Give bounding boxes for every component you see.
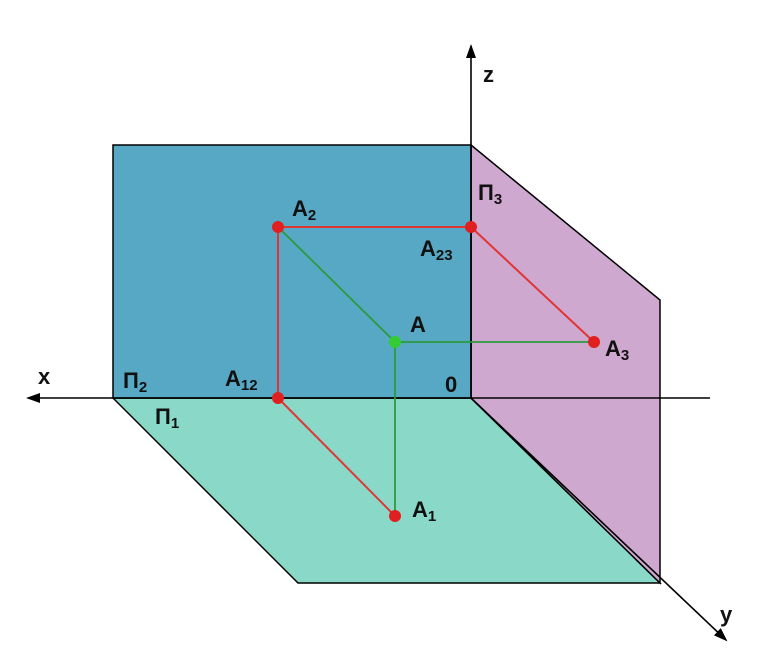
point-a <box>389 336 401 348</box>
point-a1 <box>389 510 401 522</box>
label-a2: A2 <box>292 196 316 224</box>
profile-projection-line <box>470 226 595 343</box>
plane-p1-label: П1 <box>155 404 179 432</box>
point-a23 <box>465 221 477 233</box>
origin-label: 0 <box>445 372 457 397</box>
point-a12 <box>272 392 284 404</box>
horizontal-projection-line <box>277 397 396 517</box>
label-a23: A23 <box>420 236 453 264</box>
label-a12: A12 <box>225 366 258 394</box>
label-a: A <box>410 312 426 337</box>
point-a3 <box>588 336 600 348</box>
connector-a-a2 <box>277 226 396 343</box>
label-a1: A1 <box>412 497 436 525</box>
y-axis-label: y <box>720 602 733 627</box>
label-a3: A3 <box>605 336 629 364</box>
point-a2 <box>272 221 284 233</box>
x-axis-label: x <box>38 364 51 389</box>
z-axis-label: z <box>483 62 494 87</box>
plane-p3-label: П3 <box>478 180 502 208</box>
frontal-plane-p2 <box>112 144 472 399</box>
plane-p2-label: П2 <box>123 368 147 396</box>
y-axis <box>470 397 728 642</box>
